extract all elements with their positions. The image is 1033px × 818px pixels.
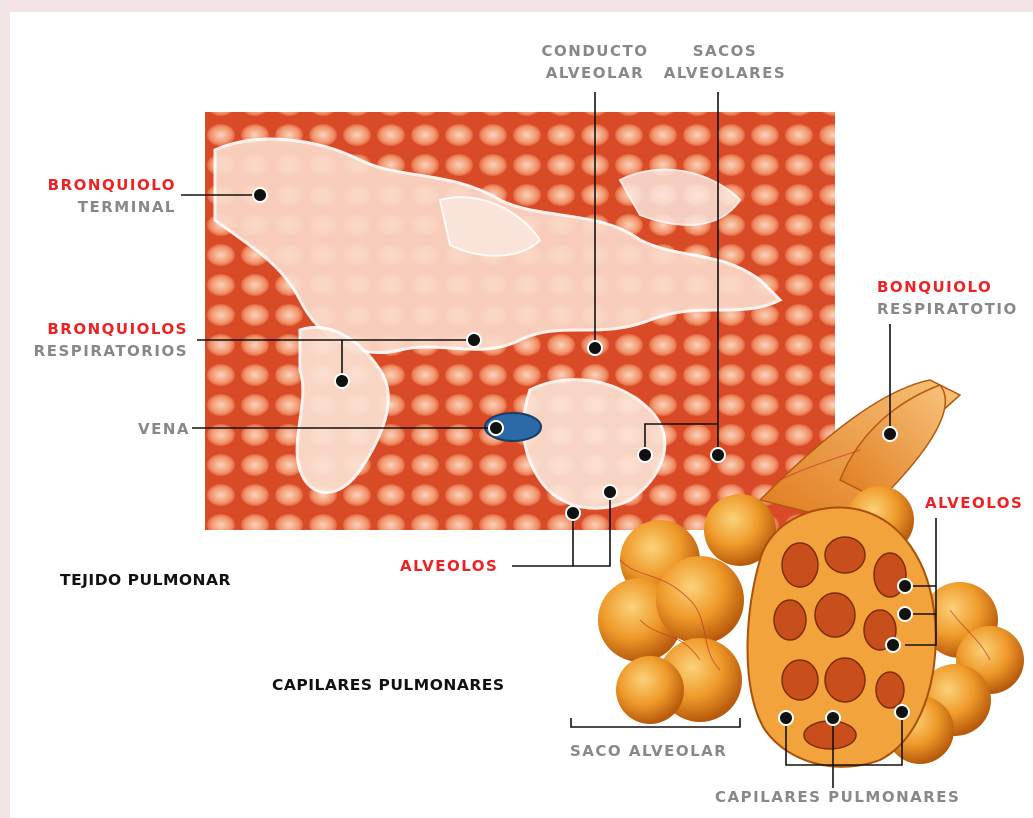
- label-vena: VENA: [90, 420, 190, 438]
- label-capilares-pulmonares-black: CAPILARES PULMONARES: [272, 676, 505, 694]
- label-bronquiolo-red: BRONQUIOLO: [8, 176, 176, 194]
- lung-illustration: [10, 12, 1033, 818]
- label-alveolos-left: ALVEOLOS: [400, 557, 498, 575]
- label-conducto-line1: CONDUCTO: [520, 42, 670, 60]
- label-capilares-pulmonares-grey: CAPILARES PULMONARES: [715, 788, 960, 806]
- label-respiratotio-grey: RESPIRATOTIO: [877, 300, 1033, 318]
- diagram-panel: BRONQUIOLO TERMINAL BRONQUIOLOS RESPIRAT…: [10, 12, 1033, 818]
- label-bronquiolos-respiratorios: BRONQUIOLOS RESPIRATORIOS: [2, 320, 188, 360]
- label-saco-alveolar: SACO ALVEOLAR: [570, 742, 727, 760]
- label-alveolos-right: ALVEOLOS: [925, 494, 1023, 512]
- label-respiratorios-grey: RESPIRATORIOS: [2, 342, 188, 360]
- label-terminal-grey: TERMINAL: [8, 198, 176, 216]
- label-bronquiolo-terminal: BRONQUIOLO TERMINAL: [8, 176, 176, 216]
- label-bonquiolo-red: BONQUIOLO: [877, 278, 1033, 296]
- lung-tissue-block: [205, 112, 835, 530]
- label-sacos-line2: ALVEOLARES: [655, 64, 795, 82]
- label-tejido-pulmonar: TEJIDO PULMONAR: [60, 571, 231, 589]
- label-sacos-line1: SACOS: [655, 42, 795, 60]
- label-conducto-alveolar: CONDUCTO ALVEOLAR: [520, 42, 670, 82]
- label-conducto-line2: ALVEOLAR: [520, 64, 670, 82]
- label-bonquiolo-respiratotio: BONQUIOLO RESPIRATOTIO: [877, 278, 1033, 318]
- label-sacos-alveolares: SACOS ALVEOLARES: [655, 42, 795, 82]
- label-bronquiolos-red: BRONQUIOLOS: [2, 320, 188, 338]
